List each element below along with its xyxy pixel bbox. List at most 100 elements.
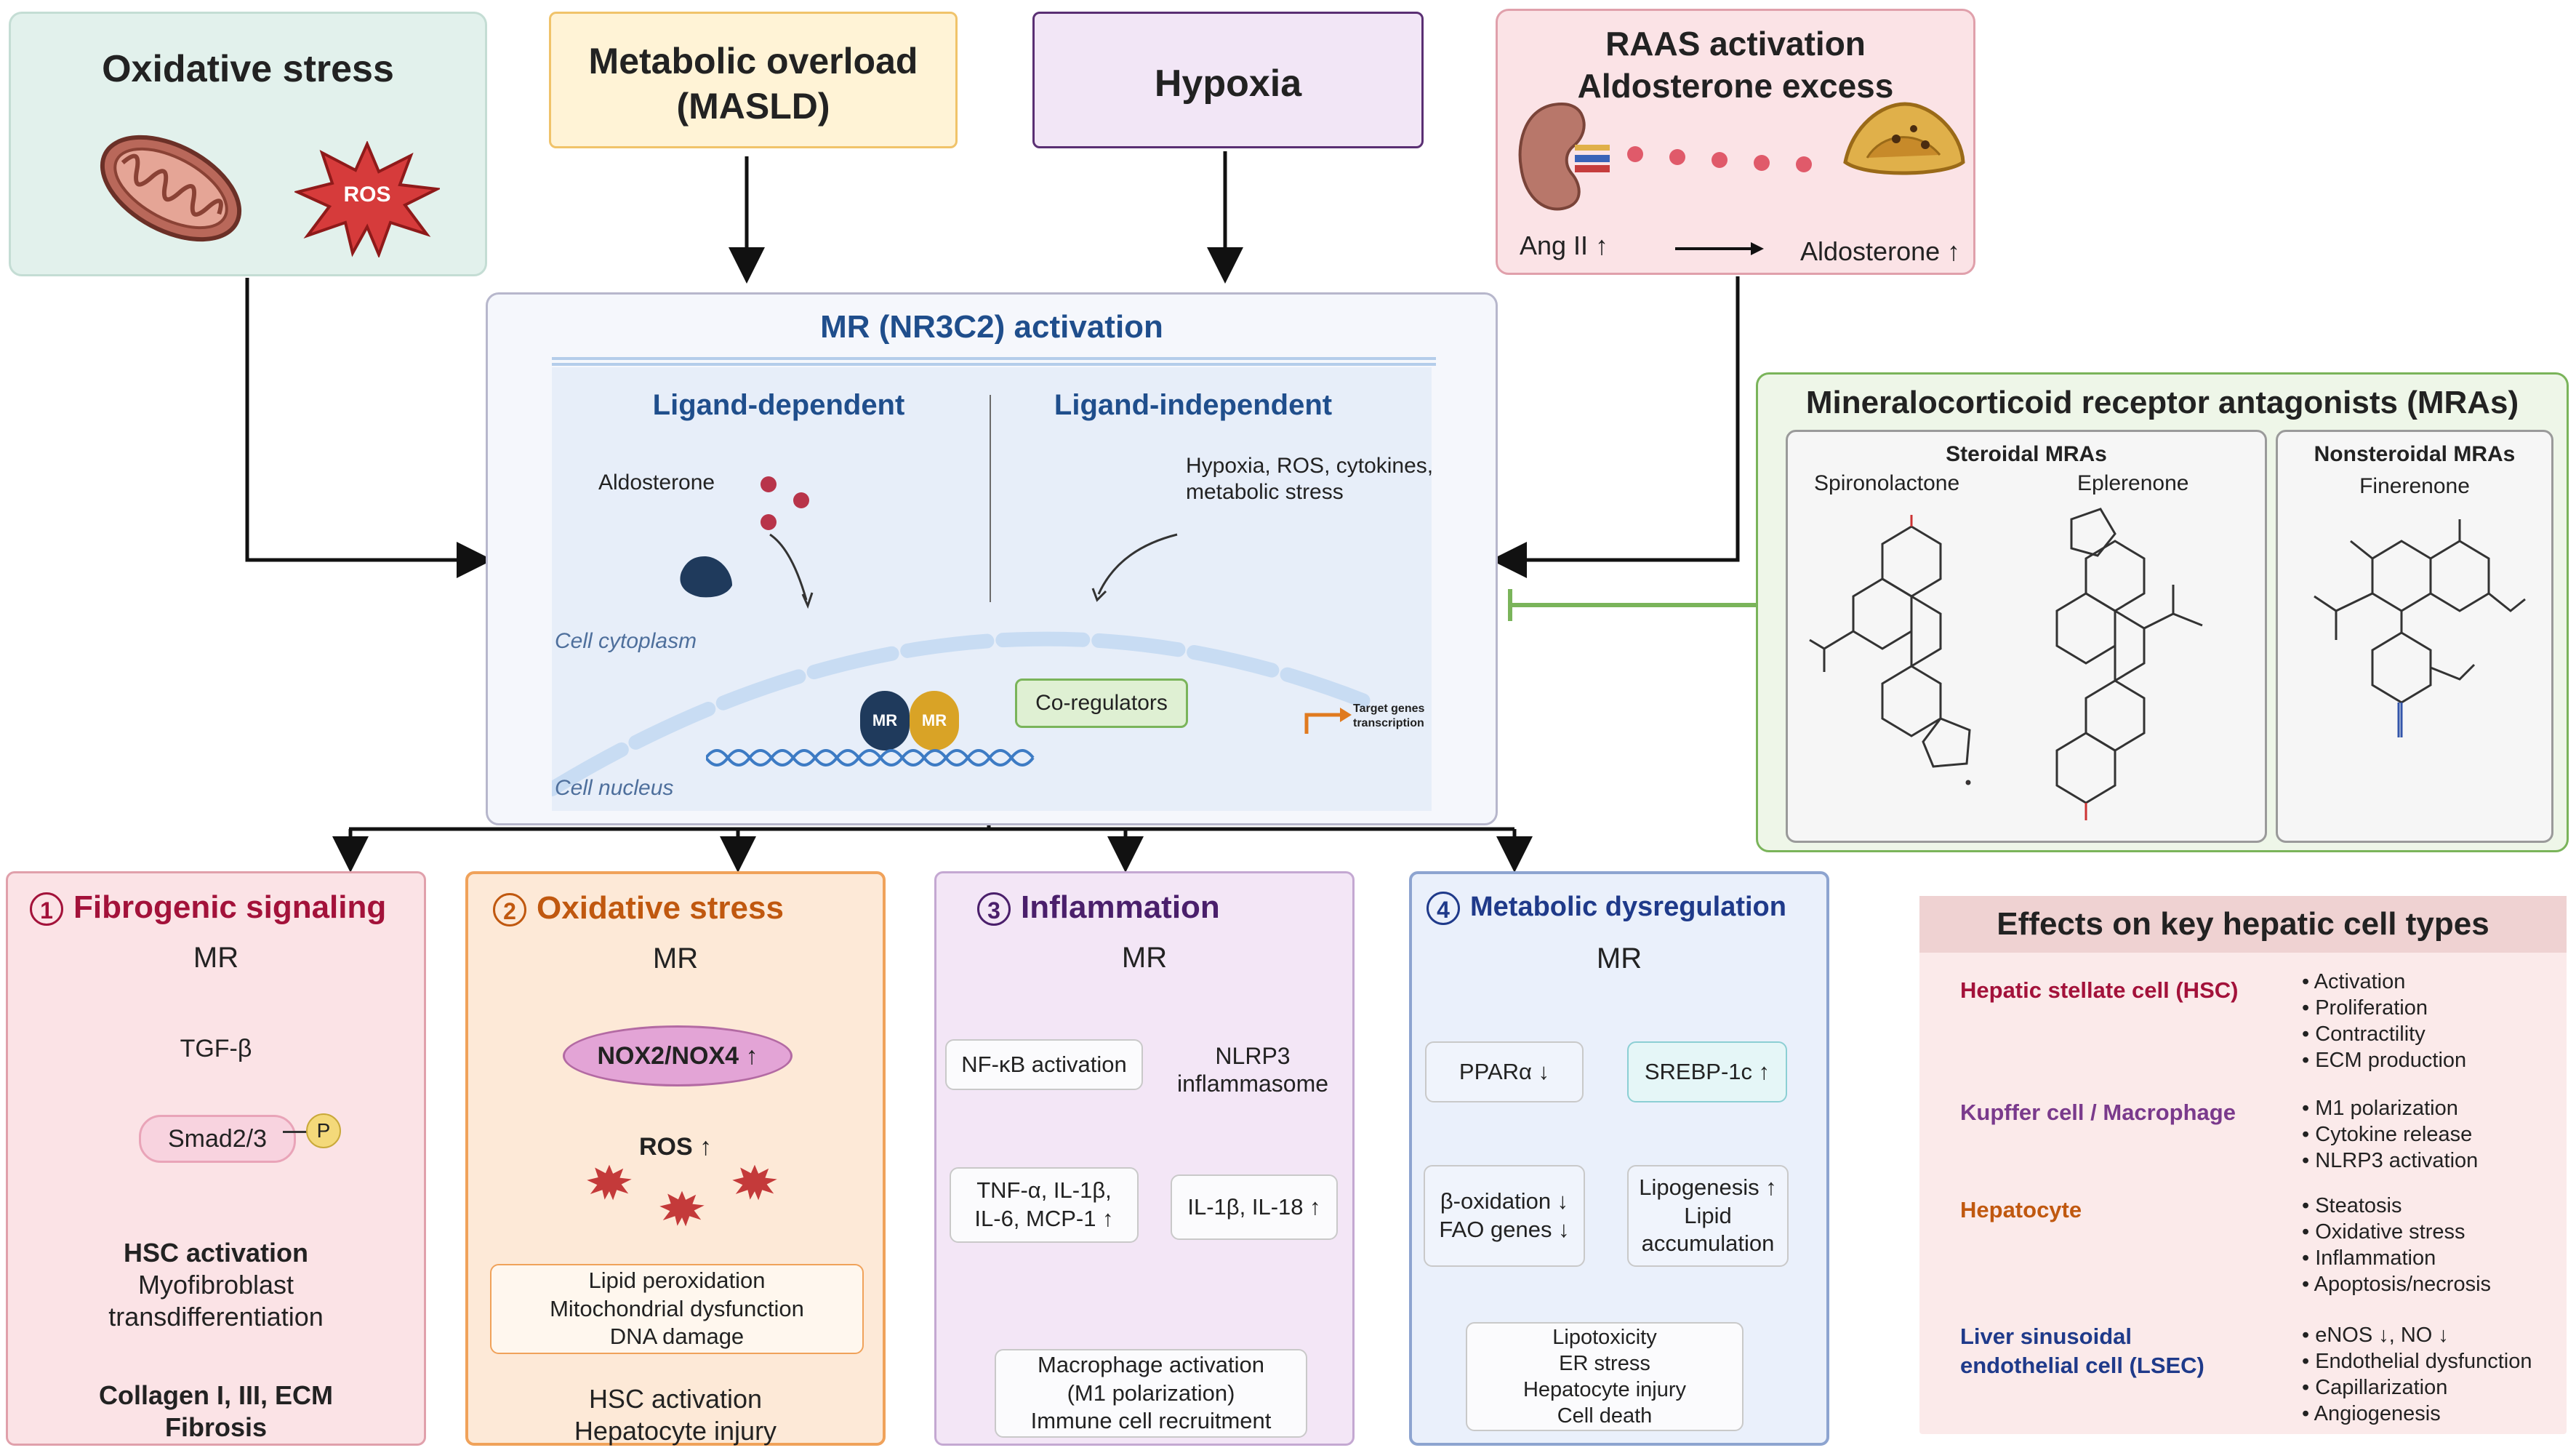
immune-recruitment-label: Immune cell recruitment [1030,1408,1272,1434]
srebp-box: SREBP-1c ↑ [1627,1041,1787,1102]
raas-title: RAAS activation [1605,25,1866,63]
nlrp3-label: NLRP3 [1215,1043,1291,1069]
mitochondrion-icon [100,135,242,242]
effect-item: • Cytokine release [2302,1123,2473,1146]
accumulation-label: accumulation [1641,1230,1775,1257]
step-3-badge: 3 [977,892,1011,926]
nonsteroidal-mras-title: Nonsteroidal MRAs [2314,442,2516,466]
ros-burst-icon [294,141,440,257]
nonsteroidal-mras-panel: Nonsteroidal MRAs Finerenone [2276,430,2553,843]
aldosterone-excess-title: Aldosterone excess [1577,67,1894,105]
effects-title: Effects on key hepatic cell types [1919,896,2567,953]
aldosterone-label: Aldosterone [598,471,715,495]
mr-label: MR [1596,942,1642,974]
effects-cell-lsec-2: endothelial cell (LSEC) [1960,1353,2204,1378]
er-stress-label: ER stress [1559,1351,1650,1375]
tgf-beta-label: TGF-β [180,1035,252,1062]
metabolic-overload-title: Metabolic overload [588,41,918,81]
macrophage-box: Macrophage activation (M1 polarization) … [995,1349,1307,1438]
beta-oxidation-box: β-oxidation ↓ FAO genes ↓ [1424,1165,1585,1267]
hepatocyte-injury-label: Hepatocyte injury [574,1416,777,1446]
mr-label: MR [652,942,699,974]
ligand-dependent-label: Ligand-dependent [652,389,905,421]
mitochondrial-dysfunction-label: Mitochondrial dysfunction [550,1295,804,1321]
mr-activation-box: MR (NR3C2) activation Ligand-dependent L… [486,292,1498,825]
metabolic-dysregulation-title: Metabolic dysregulation [1470,892,1786,923]
effect-item: • Activation [2302,970,2406,993]
m1-polarization-label: (M1 polarization) [1067,1380,1235,1406]
effect-item: • Steatosis [2302,1194,2402,1217]
step-2-badge: 2 [493,893,526,927]
transcription-arrow-icon [1304,708,1352,734]
lipotoxicity-box: Lipotoxicity ER stress Hepatocyte injury… [1466,1322,1744,1431]
effects-panel: Effects on key hepatic cell types Hepati… [1919,896,2567,1434]
effect-item: • M1 polarization [2302,1097,2458,1120]
adrenal-gland-icon [1843,102,1965,175]
aldosterone-up-label: Aldosterone ↑ [1800,236,1961,266]
nox-ellipse: NOX2/NOX4 ↑ [563,1025,793,1086]
ros-burst-icon [732,1164,777,1201]
transdifferentiation-label: transdifferentiation [108,1302,324,1332]
oxidative-damage-box: Lipid peroxidation Mitochondrial dysfunc… [490,1264,864,1354]
myofibroblast-label: Myofibroblast [137,1270,294,1300]
mr-label: MR [193,942,239,974]
mr-receptor-gold: MR [910,691,959,750]
effect-item: • Apoptosis/necrosis [2302,1273,2492,1296]
mr-receptor-blue: MR [860,691,910,750]
metabolic-overload-box: Metabolic overload (MASLD) [549,12,958,148]
ppar-box: PPARα ↓ [1425,1041,1584,1102]
fao-genes-label: FAO genes ↓ [1439,1217,1570,1242]
effect-item: • Oxidative stress [2302,1220,2465,1244]
tnf-label: TNF-α, IL-1β, [976,1177,1112,1204]
smad-box: Smad2/3 [139,1115,296,1163]
il-box: IL-1β, IL-18 ↑ [1171,1174,1338,1240]
effects-cell-kupffer: Kupffer cell / Macrophage [1960,1100,2236,1125]
fibrosis-label: Fibrosis [164,1412,268,1442]
target-genes-label: Target genes [1353,703,1425,715]
mr-label: MR [1121,942,1168,974]
eplerenone-label: Eplerenone [2077,471,2189,495]
panel-divider [990,395,991,602]
hepatocyte-injury-label: Hepatocyte injury [1522,1378,1687,1401]
aldosterone-molecule [793,492,809,508]
ros-burst-icon [659,1190,705,1227]
hypoxia-title: Hypoxia [1154,63,1302,105]
co-regulators-box: Co-regulators [1015,679,1188,728]
lipogenesis-label: Lipogenesis ↑ [1639,1174,1777,1200]
inflammasome-label: inflammasome [1176,1070,1329,1097]
lipid-label: Lipid [1684,1202,1732,1228]
nfkb-box: NF-κB activation [945,1039,1143,1090]
cytokines-box: TNF-α, IL-1β, IL-6, MCP-1 ↑ [950,1167,1139,1243]
effect-item: • ECM production [2302,1049,2467,1072]
kidney-icon [1518,102,1610,211]
ligand-independent-label: Ligand-independent [1054,389,1333,421]
stimuli-text: Hypoxia, ROS, cytokines, [1186,454,1434,478]
lipid-peroxidation-label: Lipid peroxidation [588,1267,766,1293]
finerenone-structure-icon [2314,519,2526,737]
oxidative-stress-pathway-title: Oxidative stress [537,890,784,926]
hypoxia-box: Hypoxia [1032,12,1424,148]
lipotoxicity-label: Lipotoxicity [1552,1325,1657,1349]
spironolactone-structure-icon [1809,515,1971,785]
transcription-label: transcription [1353,717,1424,729]
cell-membrane-diagram [552,533,1373,796]
spironolactone-label: Spironolactone [1814,471,1960,495]
finerenone-label: Finerenone [2359,474,2470,498]
inflammation-title: Inflammation [1021,889,1220,925]
oxidative-stress-box: Oxidative stress ROS [9,12,487,276]
ang-ii-label: Ang II ↑ [1520,231,1609,260]
raas-box: RAAS activation Aldosterone excess Ang I… [1496,9,1975,275]
membrane-bar [552,357,1436,360]
mr-activation-title: MR (NR3C2) activation [820,309,1163,345]
ang-to-aldo-arrow [1675,242,1764,255]
lipogenesis-box: Lipogenesis ↑ Lipid accumulation [1627,1165,1789,1267]
hsc-activation-label: HSC activation [123,1238,309,1268]
cell-cytoplasm-label: Cell cytoplasm [555,629,697,653]
eplerenone-structure-icon [2055,508,2203,820]
dna-damage-label: DNA damage [609,1324,745,1350]
aldosterone-molecule [761,514,777,530]
beta-oxidation-label: β-oxidation ↓ [1440,1188,1569,1214]
